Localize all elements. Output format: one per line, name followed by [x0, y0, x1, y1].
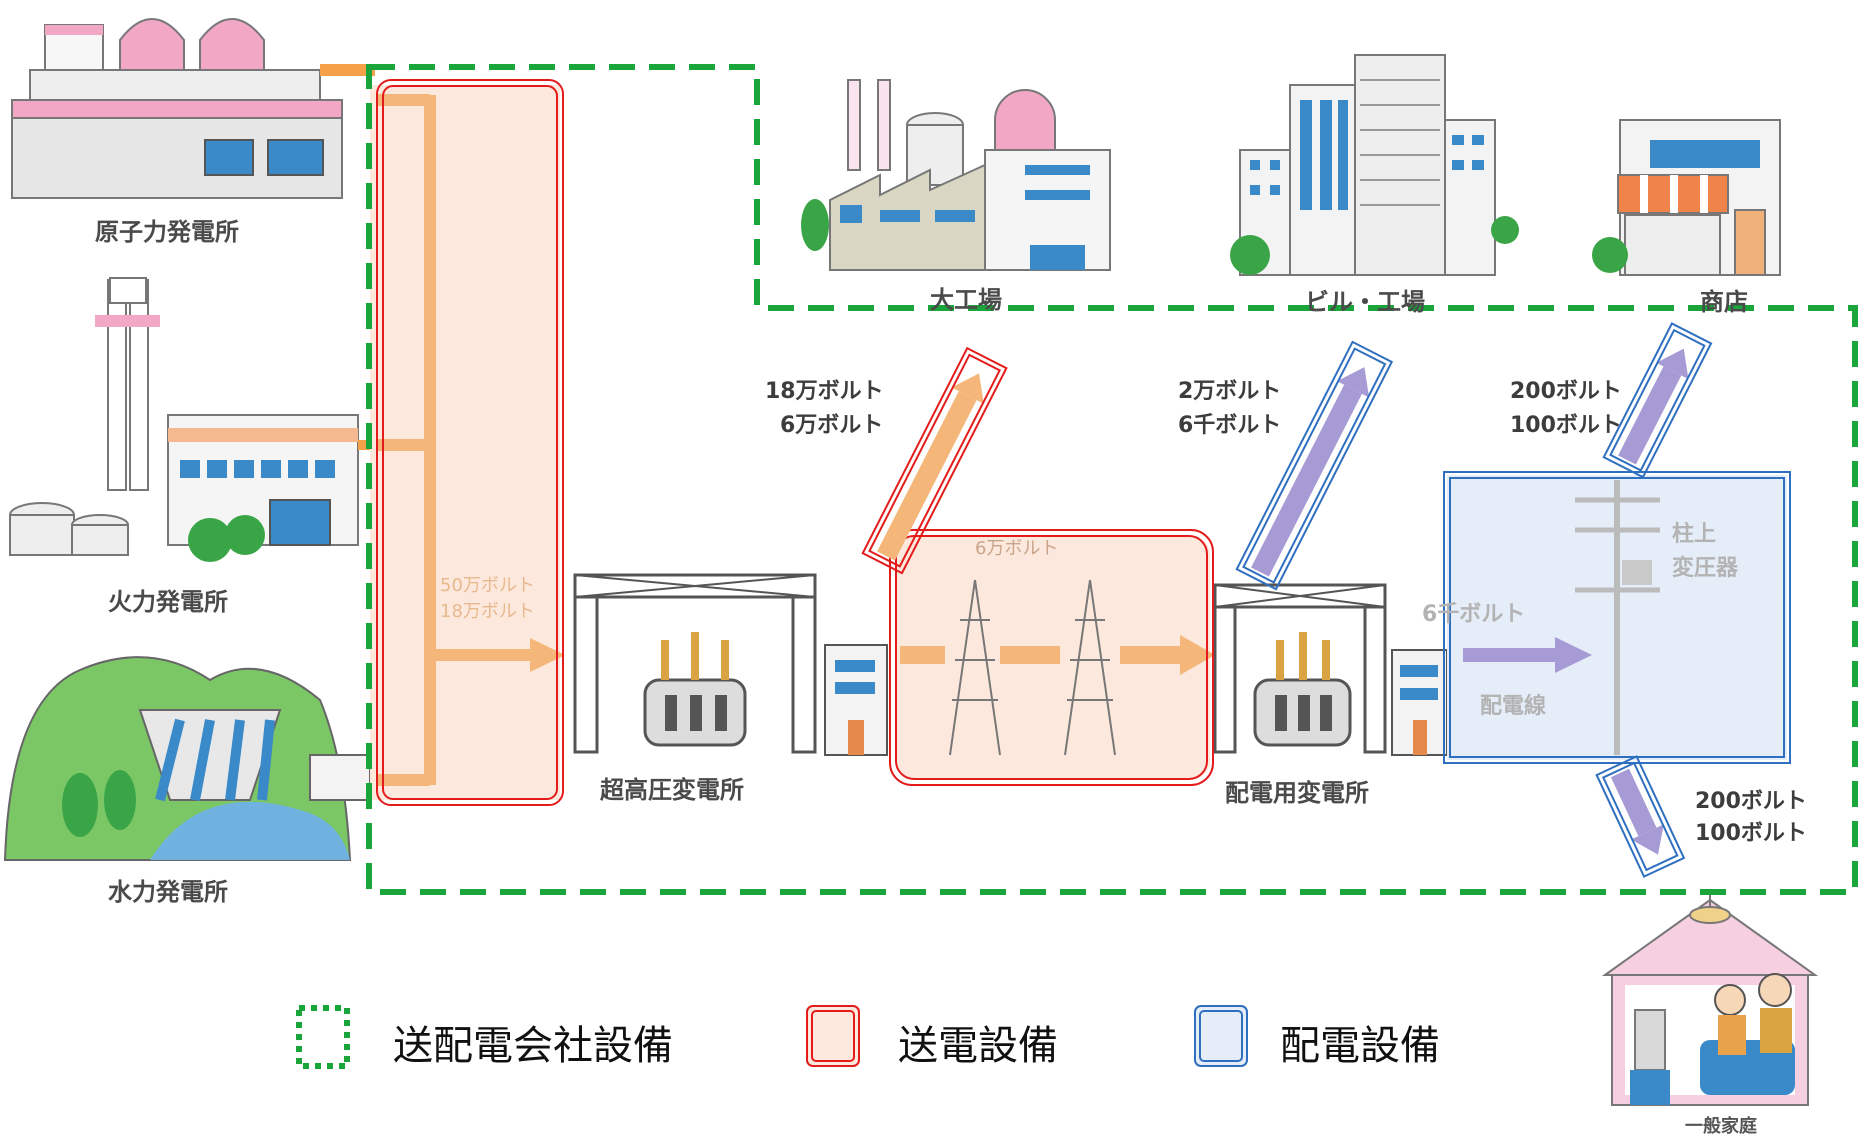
transmission-bus: [370, 85, 565, 800]
legend-label-transmission: 送電設備: [898, 1023, 1058, 1069]
label-hydro: 水力発電所: [108, 878, 228, 906]
label-home: 一般家庭: [1685, 1116, 1757, 1137]
legend-swatch-company: [296, 1005, 350, 1069]
label-extra-high-substation: 超高圧変電所: [600, 776, 744, 804]
voltage-distribution-6sen: 6千ボルト: [1422, 602, 1526, 627]
distribution-frame: [1443, 471, 1791, 764]
extra-high-substation-illustration: [573, 573, 888, 756]
arrow-to-home: [1595, 755, 1686, 878]
label-distribution-line: 配電線: [1480, 694, 1547, 719]
hydro-plant-illustration: [3, 656, 371, 861]
voltage-large-factory-1: 18万ボルト: [765, 379, 884, 404]
legend-label-distribution: 配電設備: [1280, 1023, 1440, 1069]
voltage-line-6man: 6万ボルト: [975, 538, 1059, 559]
arrow-to-building: [1235, 340, 1394, 591]
large-factory-illustration: [801, 79, 1111, 271]
legend-swatch-distribution: [1194, 1005, 1248, 1067]
building-factory-illustration: [1230, 54, 1519, 276]
voltage-shop-2: 100ボルト: [1510, 413, 1622, 438]
company-equipment-boundary: [366, 64, 1858, 895]
label-pole-transformer-2: 変圧器: [1672, 556, 1739, 581]
nuclear-plant-illustration: [11, 18, 375, 199]
thermal-plant-illustration: [9, 277, 375, 562]
voltage-large-factory-2: 6万ボルト: [780, 413, 884, 438]
voltage-building-2: 6千ボルト: [1178, 413, 1282, 438]
voltage-transmission-2: 18万ボルト: [440, 601, 535, 622]
distribution-block: [1447, 475, 1787, 760]
transmission-frame-bus: [376, 79, 564, 806]
legend-label-company: 送配電会社設備: [393, 1023, 673, 1069]
label-pole-transformer-1: 柱上: [1672, 522, 1717, 547]
voltage-home-1: 200ボルト: [1695, 789, 1807, 814]
label-large-factory: 大工場: [930, 286, 1002, 314]
label-thermal: 火力発電所: [108, 588, 228, 616]
distribution-substation-illustration: [1213, 583, 1448, 756]
arrow-to-shop: [1602, 322, 1713, 479]
label-building-factory: ビル・工場: [1305, 288, 1425, 316]
arrow-to-large-factory: [861, 346, 1008, 575]
transmission-frame-line: [889, 529, 1214, 786]
label-distribution-substation: 配電用変電所: [1225, 779, 1369, 807]
voltage-building-1: 2万ボルト: [1178, 379, 1282, 404]
home-illustration: [1601, 890, 1819, 1106]
voltage-shop-1: 200ボルト: [1510, 379, 1622, 404]
voltage-home-2: 100ボルト: [1695, 821, 1807, 846]
transmission-line-block: [895, 535, 1215, 780]
voltage-transmission-1: 50万ボルト: [440, 575, 535, 596]
legend-swatch-transmission: [806, 1005, 860, 1067]
label-shop: 商店: [1700, 288, 1748, 316]
shop-illustration: [1592, 119, 1781, 276]
label-nuclear: 原子力発電所: [95, 218, 239, 246]
